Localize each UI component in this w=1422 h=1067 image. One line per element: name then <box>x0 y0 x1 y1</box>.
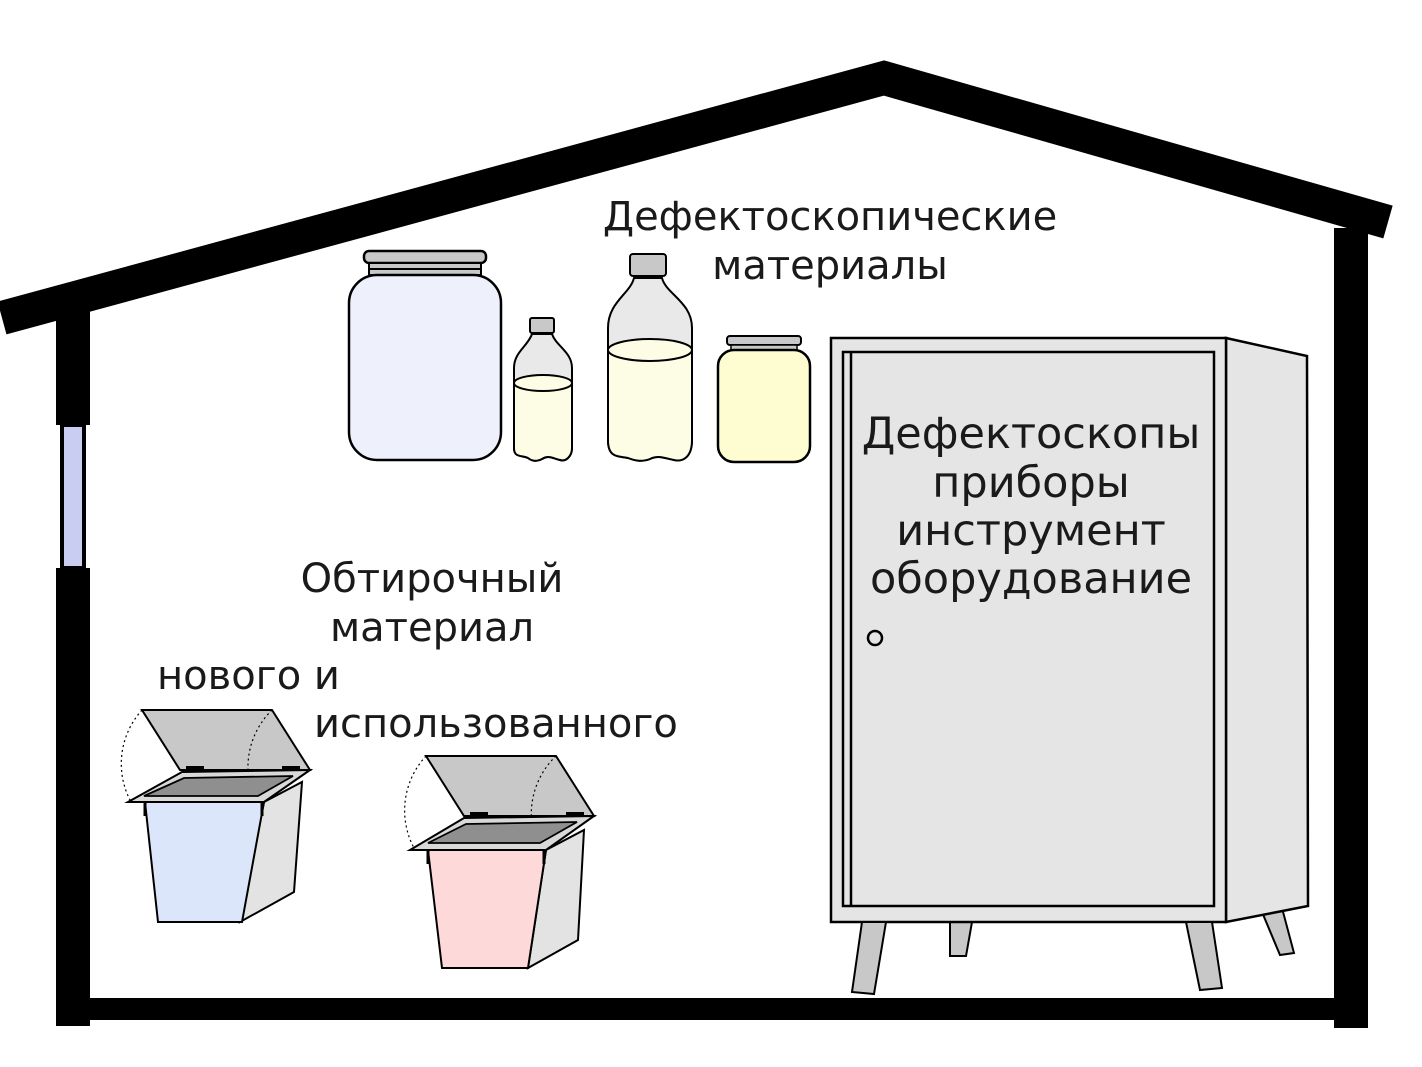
right-wall <box>1334 228 1368 1028</box>
label-line: приборы <box>932 458 1129 508</box>
bottle-medium <box>607 253 693 462</box>
cabinet-leg <box>850 921 888 996</box>
window <box>60 423 86 570</box>
label-cabinet: Дефектоскопы приборы инструмент оборудов… <box>862 409 1201 604</box>
cabinet-leg <box>949 921 974 957</box>
bin-pink <box>404 755 598 970</box>
label-line: оборудование <box>870 554 1192 604</box>
label-defecto-materials: Дефектоскопические материалы <box>603 194 1057 289</box>
label-line: Дефектоскопы <box>862 409 1201 459</box>
label-line: инструмент <box>896 506 1166 556</box>
bottle-small <box>513 317 573 462</box>
roof <box>0 60 1393 335</box>
label-line: нового и <box>157 653 340 699</box>
label-new-and-used: нового и использованного <box>157 653 678 747</box>
floor <box>56 998 1368 1020</box>
bin-blue <box>120 709 314 924</box>
label-line: материал <box>330 605 534 651</box>
cabinet <box>829 336 1310 996</box>
cabinet-front <box>829 336 1228 924</box>
label-wipe-material: Обтирочный материал <box>301 556 564 651</box>
house <box>0 60 1393 1028</box>
label-line: материалы <box>712 243 948 289</box>
cabinet-door-knob <box>866 629 884 647</box>
left-wall-upper <box>56 305 90 425</box>
label-line: Дефектоскопические <box>603 194 1057 240</box>
jar-large <box>347 249 503 462</box>
label-line: использованного <box>314 701 678 747</box>
left-wall-lower <box>56 568 90 1026</box>
label-line: Обтирочный <box>301 556 564 602</box>
jar-small <box>716 335 812 464</box>
cabinet-leg <box>1184 921 1224 992</box>
cabinet-side <box>1224 336 1310 924</box>
cabinet-door <box>841 350 1216 908</box>
